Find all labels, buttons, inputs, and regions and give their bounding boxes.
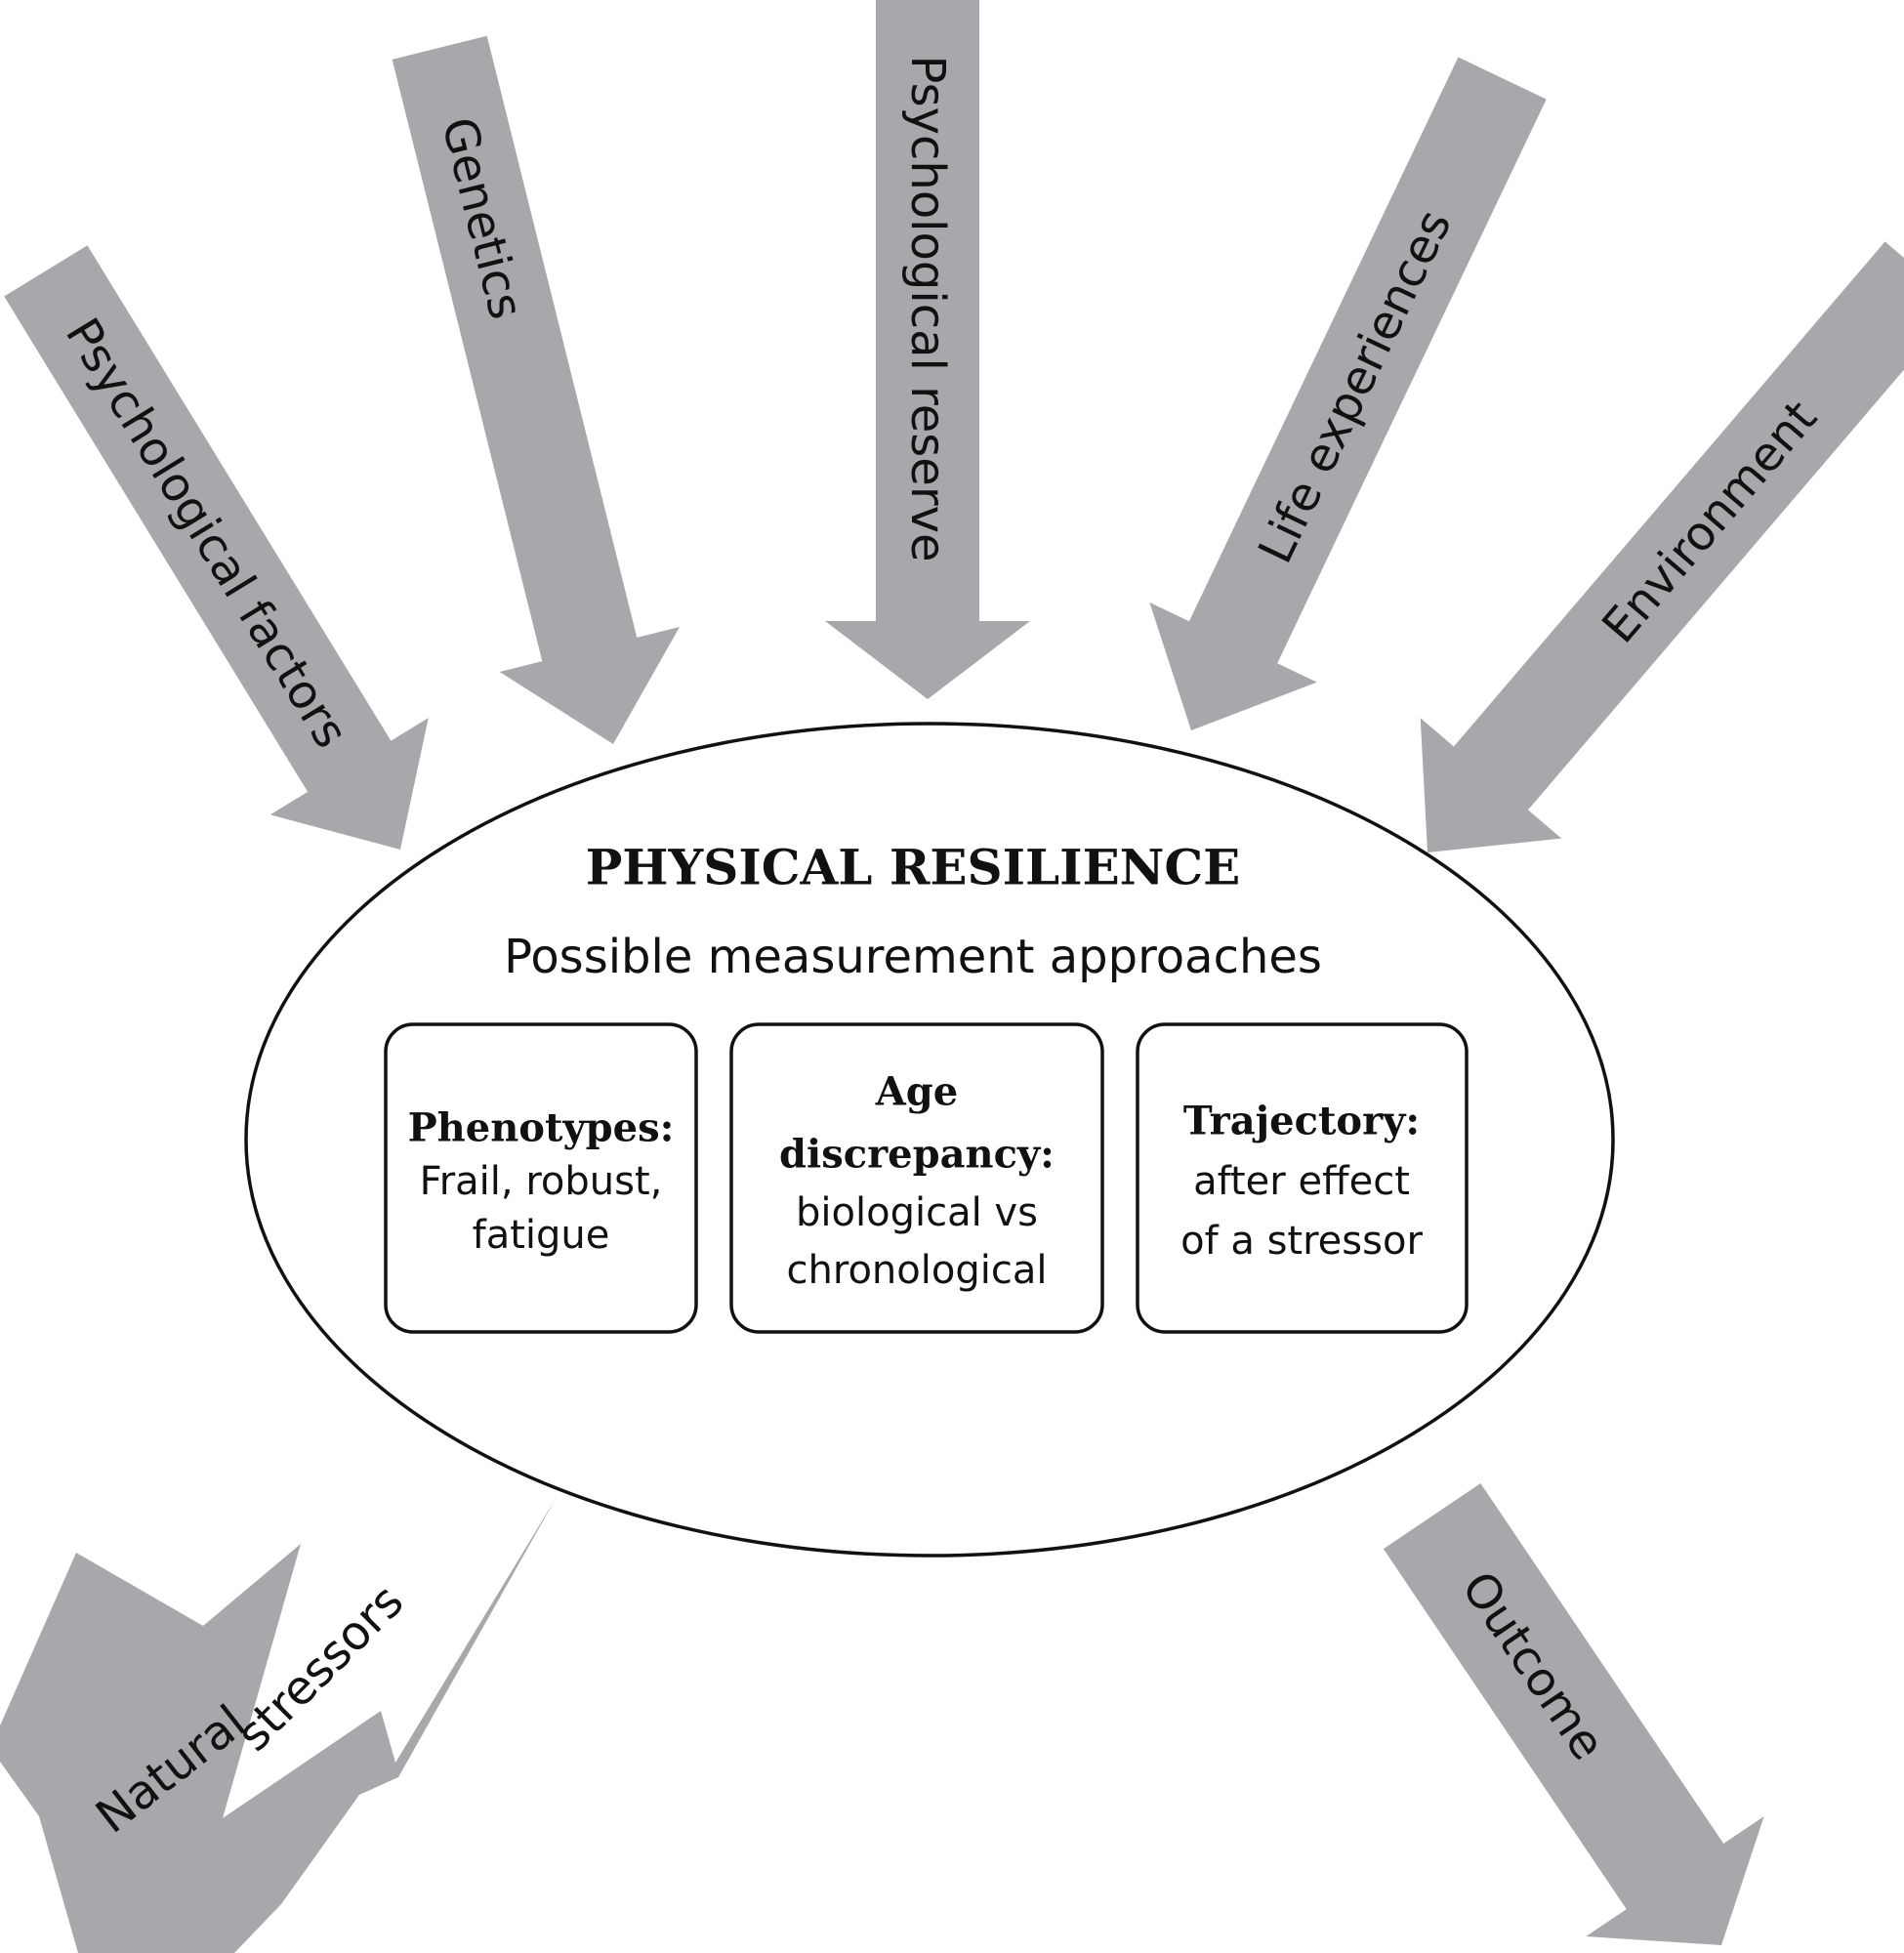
approach-heading: Phenotypes: <box>408 1105 675 1151</box>
arrow-genetics: Genetics <box>392 35 680 744</box>
arrow-psychological-factors: Psychological factors <box>4 245 429 850</box>
arrow-label: Psychological factors <box>55 309 358 757</box>
approach-box-trajectory: Trajectory: after effect of a stressor <box>1136 1022 1469 1334</box>
approach-box-age-discrepancy: Age discrepancy: biological vs chronolog… <box>729 1022 1104 1334</box>
arrow-outcome: Outcome <box>1383 1483 1764 1945</box>
arrow-shape <box>392 35 680 744</box>
arrow-psychological-reserve: Psychological reserve <box>825 0 1030 699</box>
arrow-label: Environment <box>1592 391 1828 653</box>
arrow-label: Life experiences <box>1248 202 1463 572</box>
approach-line: of a stressor <box>1180 1219 1423 1264</box>
arrow-shape <box>1383 1483 1764 1945</box>
approach-line: Frail, robust, <box>420 1159 663 1204</box>
approach-line: biological vs <box>796 1190 1038 1235</box>
arrow-shape <box>1149 57 1547 730</box>
approach-heading: discrepancy: <box>779 1132 1055 1178</box>
arrow-shape <box>1420 241 1904 852</box>
arrow-label: Psychological reserve <box>900 55 955 561</box>
approach-box-outline <box>1136 1022 1469 1334</box>
approach-heading: Age <box>875 1069 958 1115</box>
center-subtitle: Possible measurement approaches <box>504 930 1322 984</box>
arrow-natural-stressors: Natural stressors <box>0 1497 557 1953</box>
approach-box-outline <box>729 1022 1104 1334</box>
arrow-shape <box>4 245 429 850</box>
stressor-bolt-shape <box>0 1497 557 1953</box>
approach-line: chronological <box>787 1248 1048 1293</box>
approach-line: fatigue <box>473 1213 610 1258</box>
approach-box-outline <box>384 1022 698 1334</box>
center-title: PHYSICAL RESILIENCE <box>586 839 1241 896</box>
approach-line: after effect <box>1193 1159 1410 1204</box>
arrow-life-experiences: Life experiences <box>1149 57 1547 730</box>
arrow-shape <box>825 0 1030 699</box>
approach-heading: Trajectory: <box>1183 1099 1420 1144</box>
approach-box-phenotypes: Phenotypes: Frail, robust, fatigue <box>384 1022 698 1334</box>
